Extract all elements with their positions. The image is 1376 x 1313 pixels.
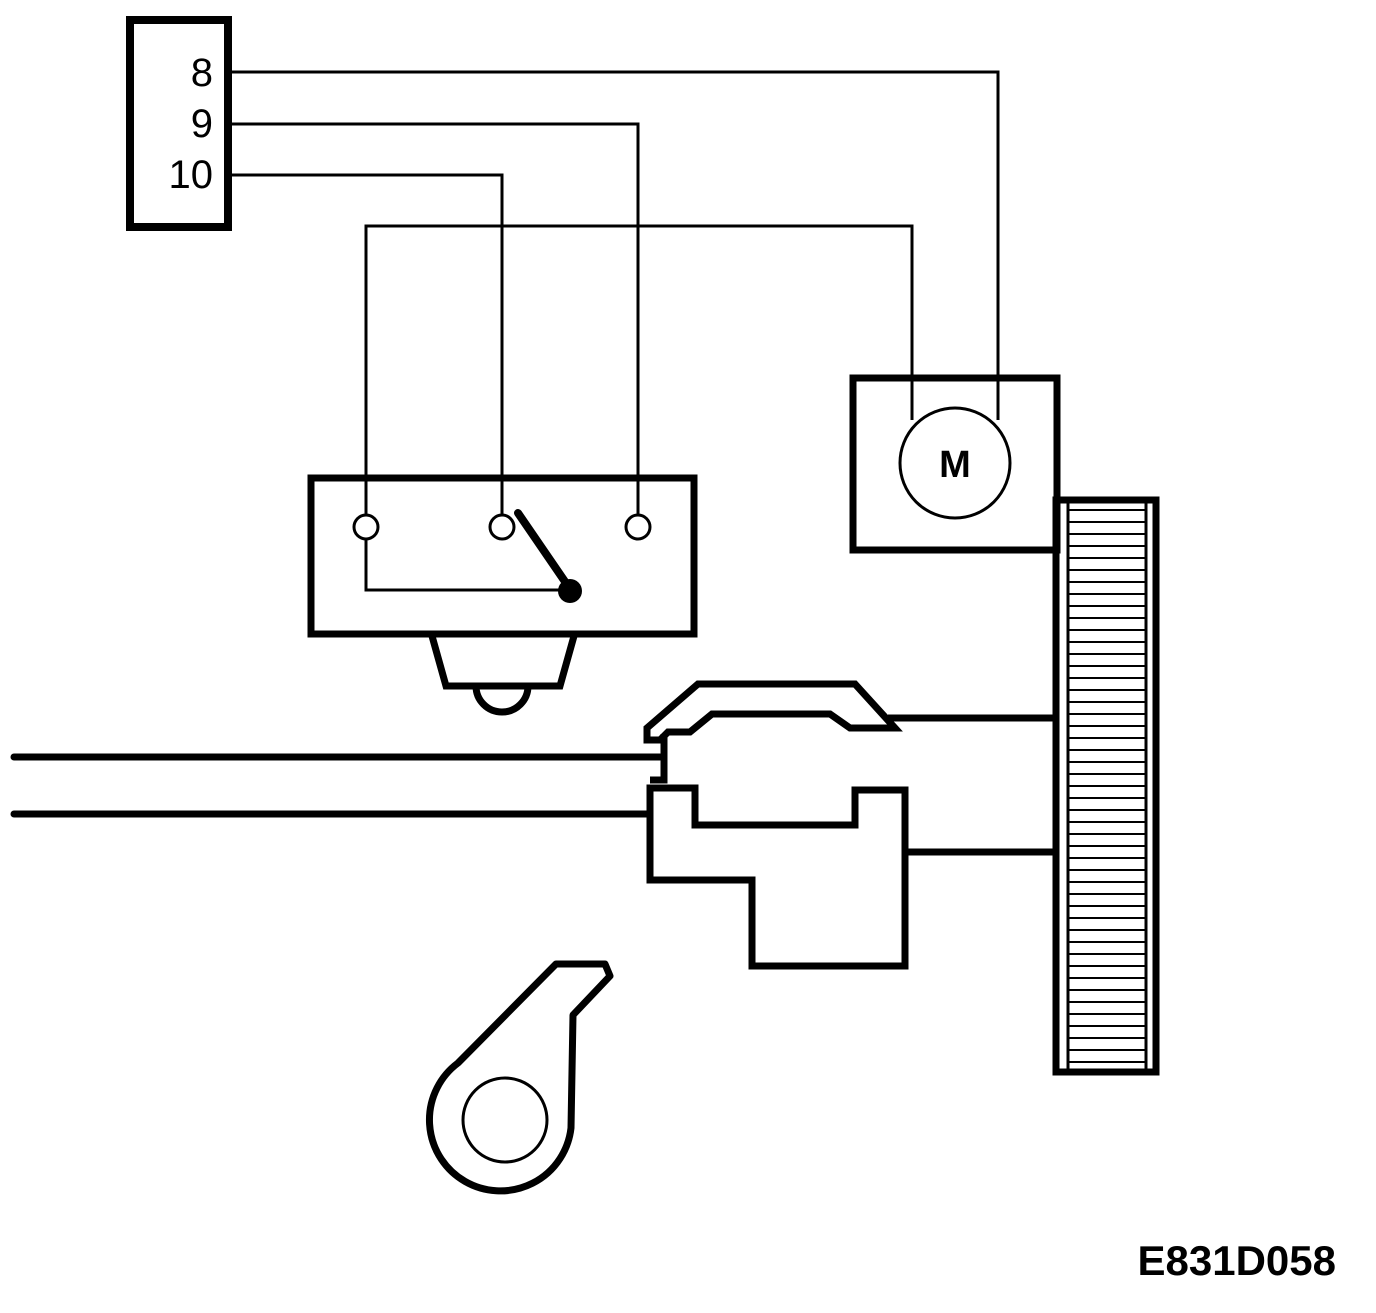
switch-terminal-common xyxy=(488,513,516,541)
lock-bolt-body xyxy=(646,784,909,970)
cam-lever-body xyxy=(426,960,614,1195)
motor-housing xyxy=(849,374,1061,554)
limit-switch xyxy=(307,474,698,716)
switch-contact-arm xyxy=(514,509,572,590)
connector-pin-10-label: 10 xyxy=(169,153,214,197)
lock-bolt-face xyxy=(650,734,668,784)
cam-lever xyxy=(426,960,614,1195)
switch-plunger xyxy=(428,635,578,690)
rack-gear xyxy=(1052,496,1160,1076)
motor: M xyxy=(849,374,1061,554)
connector-body xyxy=(126,16,232,231)
rack-body xyxy=(1052,496,1160,1076)
figure-code: E831D058 xyxy=(1138,1237,1337,1284)
wire-switch-internal xyxy=(364,540,568,592)
switch-pivot xyxy=(558,579,582,603)
motor-label: M xyxy=(939,444,971,486)
wiring xyxy=(232,70,1000,592)
lock-mechanism xyxy=(10,680,1058,970)
wire-pin-9-to-switch-no xyxy=(232,122,640,514)
wire-pin-8-to-motor xyxy=(232,70,1000,420)
switch-terminal-no xyxy=(624,513,652,541)
switch-terminal-nc xyxy=(352,513,380,541)
switch-roller xyxy=(472,685,532,716)
switch-housing xyxy=(307,474,698,638)
wire-pin-10-to-switch-common xyxy=(232,173,504,514)
lock-latch-top xyxy=(643,680,903,744)
connector-pin-8-label: 8 xyxy=(191,51,213,95)
wire-switch-nc-to-motor xyxy=(364,224,914,514)
connector-pin-9-label: 9 xyxy=(191,102,213,146)
motor-symbol xyxy=(898,406,1012,520)
cam-hub xyxy=(461,1076,549,1164)
connector: 8 9 10 xyxy=(126,16,232,231)
rack-teeth xyxy=(1068,509,1146,1063)
